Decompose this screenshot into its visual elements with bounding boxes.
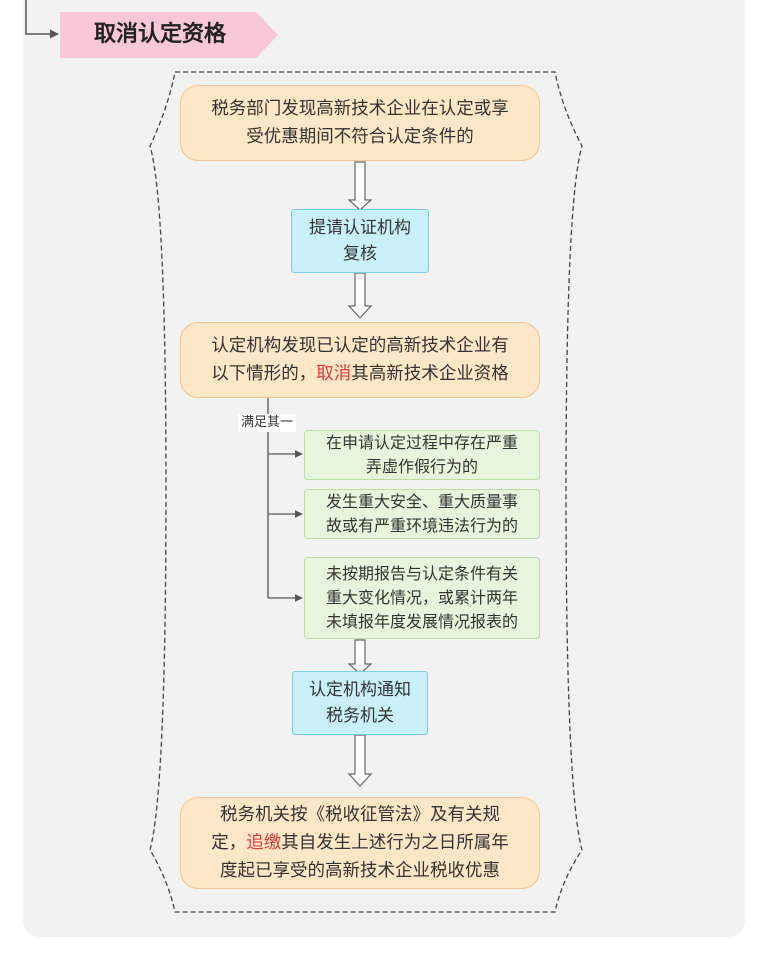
highlight-recover: 追缴 [246,833,282,853]
step-text-line: 度起已享受的高新技术企业税收优惠 [220,861,500,881]
condition-fraud: 在申请认定过程中存在严重 弄虚作假行为的 [304,430,540,480]
condition-text-line: 故或有严重环境违法行为的 [325,516,518,535]
hollow-arrow-4 [347,734,373,787]
step-text-line: 提请认证机构 [309,218,411,238]
step-notify-tax-authority: 认定机构通知 税务机关 [292,671,428,735]
step-recover-tax: 税务机关按《税收征管法》及有关规 定，追缴其自发生上述行为之日所属年 度起已享受… [180,797,540,889]
step-text-line: 认定机构通知 [309,680,411,700]
condition-text-line: 弄虚作假行为的 [365,457,478,476]
condition-text-line: 未填报年度发展情况报表的 [325,612,518,631]
condition-text-line: 在申请认定过程中存在严重 [325,433,518,452]
condition-text-line: 重大变化情况，或累计两年 [325,588,518,607]
section-title-tag: 取消认定资格 [60,12,278,58]
condition-unreported: 未按期报告与认定条件有关 重大变化情况，或累计两年 未填报年度发展情况报表的 [304,557,540,639]
step-text-line: 税务机关 [326,706,394,726]
hollow-arrow-3 [347,639,373,675]
step-text-line: 以下情形的，取消其高新技术企业资格 [211,364,509,384]
hollow-arrow-2 [347,272,373,319]
condition-text-line: 未按期报告与认定条件有关 [325,564,518,583]
step-text-line: 税务部门发现高新技术企业在认定或享 [211,99,509,119]
section-title: 取消认定资格 [93,22,226,47]
step-text-line: 认定机构发现已认定的高新技术企业有 [211,336,509,356]
step-tax-dept-finds: 税务部门发现高新技术企业在认定或享 受优惠期间不符合认定条件的 [180,85,540,161]
title-connector [25,0,59,39]
dashed-frame [149,71,583,913]
step-text-line: 定，追缴其自发生上述行为之日所属年 [211,833,509,853]
step-text-line: 税务机关按《税收征管法》及有关规 [220,805,500,825]
hollow-arrow-1 [347,161,373,211]
condition-accident: 发生重大安全、重大质量事 故或有严重环境违法行为的 [304,489,540,539]
step-revoke-qualification: 认定机构发现已认定的高新技术企业有 以下情形的，取消其高新技术企业资格 [180,322,540,398]
highlight-revoke: 取消 [316,364,352,384]
condition-text-line: 发生重大安全、重大质量事 [325,492,518,511]
step-text-line: 受优惠期间不符合认定条件的 [246,127,474,147]
branch-label: 满足其一 [238,414,297,432]
step-text-line: 复核 [343,244,377,264]
step-request-review: 提请认证机构 复核 [291,209,429,273]
